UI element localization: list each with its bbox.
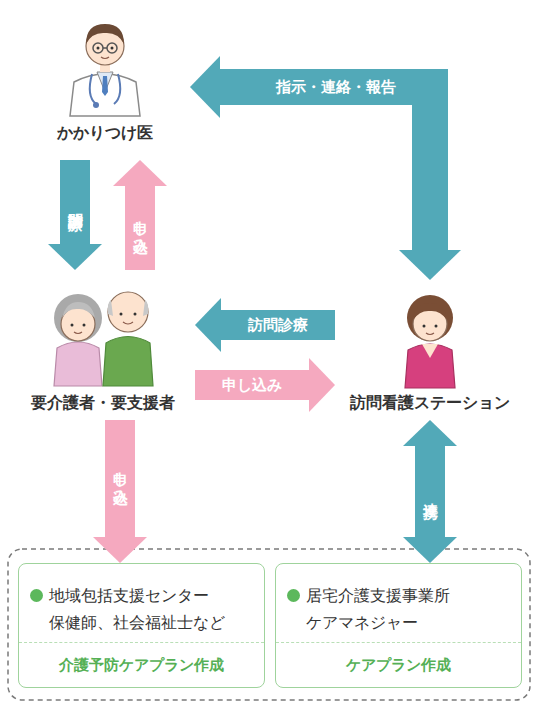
arrow-shaft — [220, 87, 430, 250]
box-heading: 地域包括支援センター 保健師、社会福祉士など — [49, 586, 225, 632]
arrow-label: 訪問診療 — [248, 317, 308, 334]
arrow-shaft — [195, 370, 309, 400]
doctor-illustration-part — [103, 47, 107, 49]
arrow-label: 訪問診療 — [67, 200, 84, 204]
arrow-head — [93, 537, 147, 563]
arrow-head — [403, 537, 457, 563]
nurse-illustration-part — [405, 344, 455, 388]
nurse-illustration — [405, 295, 455, 388]
arrow-head — [113, 160, 167, 186]
elderly-couple-illustration-part — [83, 324, 86, 327]
node-label: かかりつけ医 — [57, 122, 153, 144]
arrow-shaft — [221, 310, 335, 340]
arrow-head — [190, 56, 220, 118]
arrow-label: 申し込み — [132, 209, 149, 247]
group-frame — [8, 549, 530, 700]
doctor-illustration-part — [102, 76, 108, 96]
elderly-couple-illustration-part — [62, 302, 95, 318]
bullet-dot — [287, 589, 300, 602]
nurse-illustration-part — [423, 325, 426, 328]
doctor-illustration-part — [70, 74, 140, 116]
arrow-shaft — [415, 446, 445, 537]
node-label: 訪問看護ステーション — [350, 392, 510, 414]
box-heading-wrap: 地域包括支援センター 保健師、社会福祉士など — [19, 564, 264, 636]
patient-node: 要介護者・要支援者 — [10, 270, 195, 420]
arrow-label: 指示・連絡・報告 — [276, 79, 396, 96]
block-arrow — [403, 420, 457, 563]
station-node: 訪問看護ステーション — [335, 280, 525, 420]
nurse-illustration-part — [426, 333, 434, 335]
box-subtitle: ケアプラン作成 — [276, 642, 521, 687]
elderly-couple-illustration — [54, 292, 153, 386]
arrow-head — [309, 358, 335, 412]
node-label: 要介護者・要支援者 — [31, 392, 175, 414]
nurse-illustration-part — [407, 295, 453, 341]
arrow-head — [399, 250, 461, 280]
arrow-label: 連携 — [422, 491, 439, 493]
arrow-label: 申し込み — [112, 460, 129, 498]
box-heading: 居宅介護支援事業所 ケアマネジャー — [306, 586, 450, 632]
nurse-illustration-part — [422, 344, 438, 358]
arrow-shaft — [125, 186, 155, 270]
elderly-couple-illustration-part — [103, 337, 153, 387]
doctor-illustration-part — [101, 57, 109, 59]
doctor-node: かかりつけ医 — [20, 15, 190, 160]
elderly-couple-illustration-part — [54, 342, 102, 386]
service-box: 地域包括支援センター 保健師、社会福祉士など介護予防ケアプラン作成 — [18, 563, 265, 688]
arrow-label: 申し込み — [222, 377, 282, 394]
elderly-couple-illustration-part — [120, 313, 123, 316]
arrow-head — [403, 420, 457, 446]
elderly-couple-illustration-part — [54, 294, 102, 342]
elderly-couple-illustration-part — [108, 292, 148, 332]
doctor-illustration-part — [86, 24, 124, 44]
box-heading-wrap: 居宅介護支援事業所 ケアマネジャー — [276, 564, 521, 636]
nurse-illustration-part — [413, 303, 447, 320]
doctor-illustration-part — [97, 47, 100, 50]
elderly-couple-illustration-part — [123, 322, 133, 324]
elderly-couple-illustration-part — [74, 332, 82, 334]
elderly-couple-illustration-part — [108, 300, 148, 316]
arrow-shaft — [105, 420, 135, 537]
elderly-couple-illustration-part — [71, 324, 74, 327]
block-arrow — [93, 420, 147, 563]
elderly-couple-illustration-part — [134, 313, 137, 316]
doctor-illustration-part — [93, 102, 99, 108]
doctor-illustration-part — [90, 74, 121, 104]
arrow-shaft — [60, 160, 90, 244]
doctor-illustration-part — [107, 43, 117, 53]
service-box: 居宅介護支援事業所 ケアマネジャーケアプラン作成 — [275, 563, 522, 688]
block-arrow — [195, 298, 335, 352]
box-subtitle: 介護予防ケアプラン作成 — [19, 642, 264, 687]
block-arrow — [48, 160, 102, 270]
arrow-head — [195, 298, 221, 352]
doctor-illustration-part — [93, 43, 103, 53]
block-arrow — [195, 358, 335, 412]
bullet-dot — [30, 589, 43, 602]
doctor-illustration-part — [111, 47, 114, 50]
arrow-head — [48, 244, 102, 270]
block-arrow — [113, 160, 167, 270]
nurse-illustration-part — [435, 325, 438, 328]
doctor-illustration — [70, 24, 140, 116]
block-arrow — [190, 56, 461, 280]
